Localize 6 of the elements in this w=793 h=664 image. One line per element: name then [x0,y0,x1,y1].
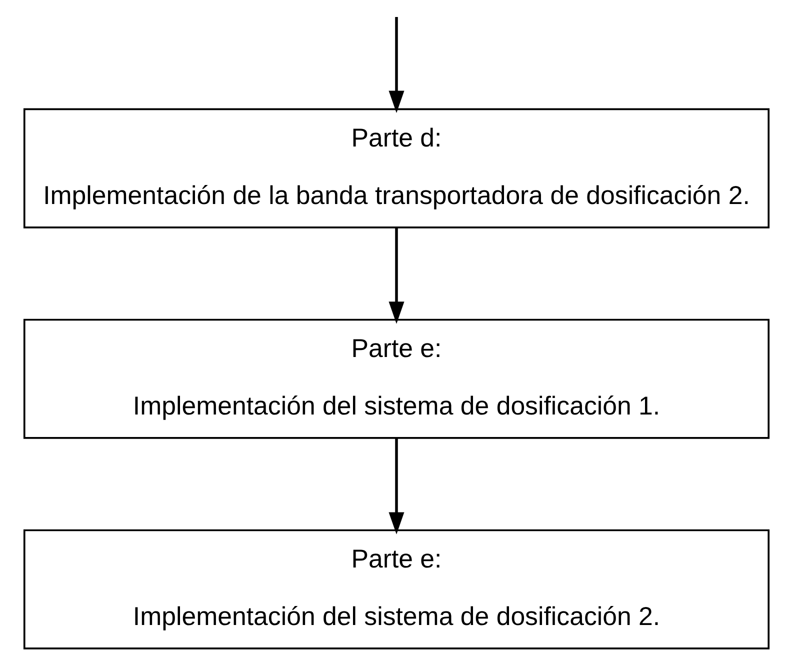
node-box: Parte e: Implementación del sistema de dosificación 1. [23,318,770,439]
node-box: Parte d: Implementación de la banda transportadora de dosificación 2. [23,108,770,228]
arrow [388,438,404,534]
arrow [388,228,404,324]
node-box: Parte e: Implementación del sistema de dosificación 2. [23,529,770,650]
arrow [388,16,404,113]
